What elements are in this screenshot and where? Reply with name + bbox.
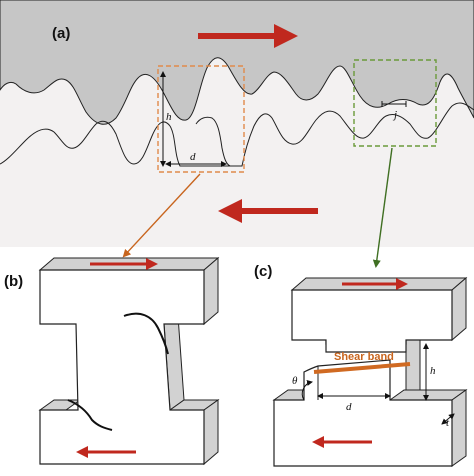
panel-a: h d j (a) [0,0,474,247]
pointer-to-c [372,147,393,268]
block-b-front-face [39,269,205,465]
d-label-c: d [346,401,352,413]
theta-label: θ [292,375,298,387]
h-label-c: h [430,365,436,377]
t-dimension-c [441,413,455,425]
block-b-right-face-upper [203,256,219,326]
panel-label-c: (c) [254,263,272,280]
lower-rough-surface [0,102,474,167]
block-c-upper-neck [325,340,407,353]
block-b-lower-top-face [38,399,82,411]
block-c-right-face-lower [451,389,467,467]
panel-label-b: (b) [4,273,23,290]
orange-dashed-box [157,65,245,173]
crack-upper [123,312,169,355]
block-c-upper-front [291,289,453,345]
shear-band-label: Shear band [334,351,394,363]
d-label-a: d [190,151,196,163]
theta-arc [301,380,313,401]
panel-b: (b) [4,256,220,466]
panel-label-a: (a) [52,25,70,42]
pointer-to-b [122,173,201,258]
block-c-lower-front [273,359,453,467]
shear-band-line [313,362,411,374]
panel-c: Shear band θ d h t (c) [254,263,468,467]
upper-rough-surface [0,0,474,125]
t-label-c: t [446,417,450,429]
green-dashed-box [353,59,437,147]
crack-lower [67,399,113,431]
h-label-a: h [166,111,172,123]
block-b-right-face-lower [203,399,219,466]
j-label-a: j [392,109,397,121]
